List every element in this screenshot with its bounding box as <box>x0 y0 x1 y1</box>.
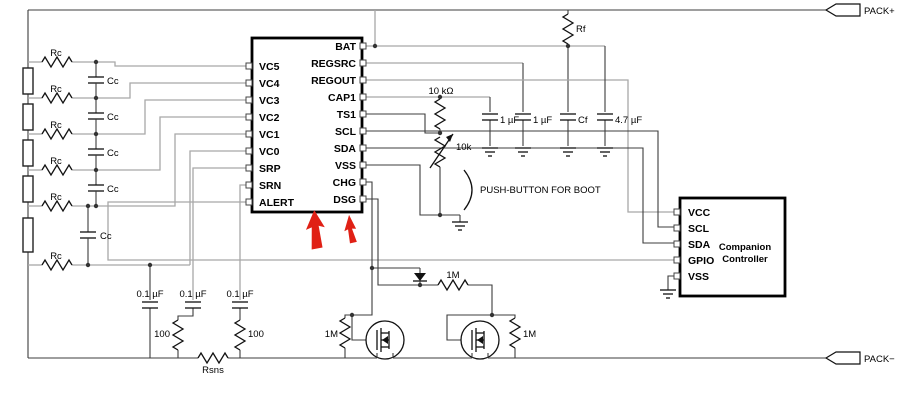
pin-label-srp: SRP <box>259 163 281 175</box>
component-labels: Rc Rc Rc Rc Rc Rc Cc Cc Cc Cc Cc Rf 10 k… <box>50 24 642 376</box>
cap-0p1uf-label-3: 0.1 µF <box>226 289 253 300</box>
companion-pin-pads <box>673 208 681 280</box>
pin-label-sda: SDA <box>334 143 357 155</box>
gate-1m-resistors <box>338 278 522 349</box>
pin-label-vc0: VC0 <box>259 146 280 158</box>
r10k-label: 10 kΩ <box>428 86 453 97</box>
pack-plus-terminal: PACK+ <box>824 3 895 17</box>
dsg-pointer-arrow-icon <box>344 214 357 244</box>
ground-icon <box>597 147 613 157</box>
pin-label-vss: VSS <box>335 160 356 172</box>
cell-balance-resistors <box>41 55 73 272</box>
chg-mosfet <box>365 320 405 360</box>
rc-label-3: Rc <box>50 120 62 131</box>
cc-label-3: Cc <box>107 148 119 159</box>
pin-label-vc1: VC1 <box>259 129 280 141</box>
r1m-label-1: 1M <box>325 329 338 340</box>
cap-1uf-label-1: 1 µF <box>500 115 519 126</box>
right-side-wires <box>344 10 680 358</box>
annotation-arrows <box>305 210 357 250</box>
cap-0p1uf-label-1: 0.1 µF <box>136 289 163 300</box>
push-button-label: PUSH-BUTTON FOR BOOT <box>480 185 601 196</box>
push-button-symbol <box>463 169 473 211</box>
companion-name-line2: Controller <box>722 254 768 265</box>
cap-0p1uf-label-2: 0.1 µF <box>179 289 206 300</box>
cc-label-5: Cc <box>100 231 112 242</box>
rc-label-2: Rc <box>50 84 62 95</box>
ground-symbols <box>452 147 676 299</box>
rf-label: Rf <box>576 24 586 35</box>
sense-network-wires <box>107 167 680 358</box>
companion-name-line1: Companion <box>719 242 771 253</box>
rf-resistor <box>561 13 575 45</box>
pack-minus-label: PACK− <box>864 354 895 365</box>
pin-label-dsg: DSG <box>333 194 356 206</box>
ts1-thermistor-10k <box>429 133 454 169</box>
pack-plus-label: PACK+ <box>864 6 895 17</box>
cell-filter-capacitors <box>80 62 104 265</box>
ground-icon <box>482 147 498 157</box>
pin-label-scl: SCL <box>335 126 357 138</box>
rc-label-6: Rc <box>50 251 62 262</box>
pin-label-comp-vss: VSS <box>688 271 709 283</box>
power-rails <box>27 9 826 359</box>
pin-label-vc5: VC5 <box>259 61 280 73</box>
rsns-label: Rsns <box>202 365 224 376</box>
ground-icon <box>515 147 531 157</box>
pin-label-vc3: VC3 <box>259 95 280 107</box>
rc-label-4: Rc <box>50 156 62 167</box>
junction-dots <box>85 43 571 318</box>
pin-label-regsrc: REGSRC <box>311 58 356 70</box>
cap-1uf-label-2: 1 µF <box>533 115 552 126</box>
cc-label-2: Cc <box>107 112 119 123</box>
pin-label-vcc: VCC <box>688 207 711 219</box>
pin-label-gpio: GPIO <box>688 255 714 267</box>
battery-cells <box>22 67 34 253</box>
sense-filter-capacitors <box>142 301 248 309</box>
pin-label-vc2: VC2 <box>259 112 280 124</box>
pack-minus-terminal: PACK− <box>824 351 895 365</box>
dsg-mosfet <box>460 320 500 360</box>
pin-label-comp-scl: SCL <box>688 223 710 235</box>
supply-capacitors <box>482 113 613 121</box>
cc-label-1: Cc <box>107 76 119 87</box>
pin-label-bat: BAT <box>335 41 356 53</box>
afe-pin-pads <box>245 42 367 206</box>
rsns-shunt-resistor <box>197 351 229 365</box>
pin-label-regout: REGOUT <box>311 75 357 87</box>
rc-label-5: Rc <box>50 192 62 203</box>
ground-icon <box>560 147 576 157</box>
r1m-label-2: 1M <box>446 270 459 281</box>
ts1-resistor-10k <box>433 98 447 130</box>
cell-tap-wires <box>28 61 252 266</box>
pin-label-srn: SRN <box>259 180 281 192</box>
r1m-label-3: 1M <box>523 329 536 340</box>
r100-label-1: 100 <box>154 329 170 340</box>
thermistor-label: 10k <box>456 142 472 153</box>
r100-label-2: 100 <box>248 329 264 340</box>
chg-pointer-arrow-icon <box>305 210 325 250</box>
pin-label-cap1: CAP1 <box>328 92 356 104</box>
pin-label-alert: ALERT <box>259 197 295 209</box>
pin-label-chg: CHG <box>333 177 356 189</box>
afe-monitor-ic: VC5 VC4 VC3 VC2 VC1 VC0 SRP SRN ALERT BA… <box>245 36 367 214</box>
pin-label-comp-sda: SDA <box>688 239 711 251</box>
sense-100-resistors <box>171 319 247 351</box>
companion-controller-ic: VCC SCL SDA GPIO VSS Companion Controlle… <box>673 196 787 298</box>
ground-icon <box>452 221 468 231</box>
pin-label-ts1: TS1 <box>337 109 356 121</box>
cap-4p7uf-label: 4.7 µF <box>615 115 642 126</box>
gate-protection-zener <box>413 268 427 285</box>
rc-label-1: Rc <box>50 48 62 59</box>
cc-label-4: Cc <box>107 184 119 195</box>
pin-label-vc4: VC4 <box>259 78 280 90</box>
cap-cf-label: Cf <box>578 115 588 126</box>
ground-icon <box>660 289 676 299</box>
